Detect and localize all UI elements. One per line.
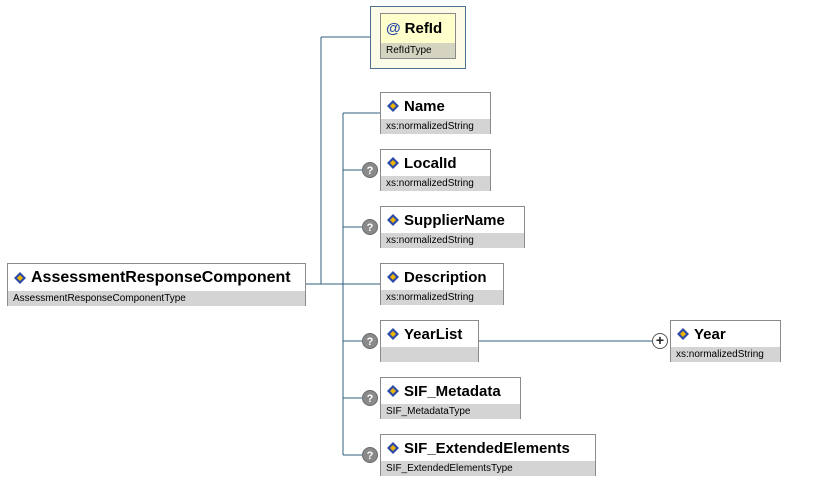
element-node-description[interactable]: Description xs:normalizedString (380, 263, 504, 305)
element-icon (387, 328, 399, 340)
root-element-node[interactable]: AssessmentResponseComponent AssessmentRe… (7, 263, 306, 306)
attribute-node-refid[interactable]: @ RefId RefIdType (380, 13, 456, 59)
optional-icon: ? (362, 390, 378, 406)
element-type: xs:normalizedString (381, 290, 503, 305)
element-node-sif-extendedelements[interactable]: SIF_ExtendedElements SIF_ExtendedElement… (380, 434, 596, 476)
element-type: xs:normalizedString (671, 347, 780, 362)
element-icon (387, 100, 399, 112)
element-node-name[interactable]: Name xs:normalizedString (380, 92, 491, 134)
element-icon (387, 271, 399, 283)
element-node-localid[interactable]: LocalId xs:normalizedString (380, 149, 491, 191)
element-name: SIF_Metadata (404, 382, 501, 400)
root-element-type: AssessmentResponseComponentType (8, 291, 305, 306)
element-icon (387, 214, 399, 226)
element-type: xs:normalizedString (381, 119, 490, 134)
attribute-frame: @ RefId RefIdType (370, 6, 466, 69)
element-icon (677, 328, 689, 340)
element-node-yearlist[interactable]: YearList (380, 320, 479, 362)
element-name: YearList (404, 325, 463, 343)
element-type: SIF_MetadataType (381, 404, 520, 419)
element-name: LocalId (404, 154, 457, 172)
element-icon (387, 385, 399, 397)
optional-icon: ? (362, 219, 378, 235)
optional-icon: ? (362, 162, 378, 178)
element-icon (14, 271, 26, 284)
expand-plus-icon[interactable]: + (652, 333, 668, 349)
optional-icon: ? (362, 447, 378, 463)
element-node-sif-metadata[interactable]: SIF_Metadata SIF_MetadataType (380, 377, 521, 419)
element-type: xs:normalizedString (381, 176, 490, 191)
attribute-name: RefId (404, 20, 443, 37)
element-node-suppliername[interactable]: SupplierName xs:normalizedString (380, 206, 525, 248)
element-name: SIF_ExtendedElements (404, 439, 570, 457)
attribute-icon: @ (386, 20, 401, 37)
element-icon (387, 442, 399, 454)
element-name: Year (694, 325, 726, 343)
element-type: xs:normalizedString (381, 233, 524, 248)
attribute-type: RefIdType (381, 43, 455, 58)
optional-icon: ? (362, 333, 378, 349)
element-name: Description (404, 268, 487, 286)
element-name: Name (404, 97, 445, 115)
element-node-year[interactable]: Year xs:normalizedString (670, 320, 781, 362)
element-icon (387, 157, 399, 169)
element-type (381, 347, 478, 362)
root-element-name: AssessmentResponseComponent (31, 268, 291, 286)
element-type: SIF_ExtendedElementsType (381, 461, 595, 476)
element-name: SupplierName (404, 211, 505, 229)
